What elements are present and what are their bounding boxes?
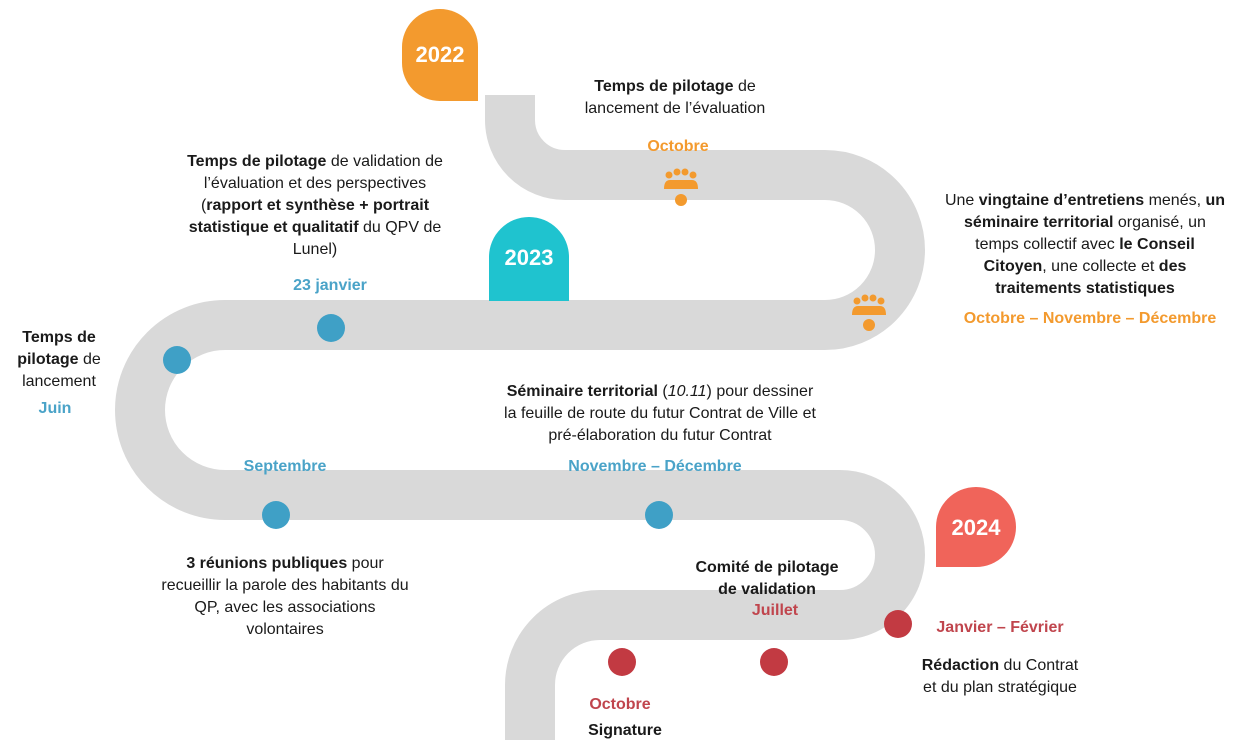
- step-entretiens: Une vingtaine d’entretiens menés, un sém…: [944, 192, 1226, 297]
- pin-2024: [936, 487, 1016, 567]
- date-janvier-fevrier: Janvier – Février: [936, 619, 1064, 636]
- date-nov-dec: Novembre – Décembre: [568, 458, 742, 475]
- milestone-dot: [317, 314, 345, 342]
- step-validation: Temps de pilotage de validation de l’éva…: [187, 153, 443, 258]
- step-lancement-evaluation: Temps de pilotage de lancement de l’éval…: [584, 78, 766, 117]
- date-octobre-2024: Octobre: [589, 696, 651, 713]
- milestone-dot: [884, 610, 912, 638]
- date-juillet: Juillet: [751, 602, 799, 619]
- step-signature: Signature: [588, 722, 662, 739]
- year-2022: 2022: [415, 42, 465, 67]
- milestone-dot: [760, 648, 788, 676]
- milestone-dot: [608, 648, 636, 676]
- pin-2022: [402, 9, 478, 101]
- step-seminaire: Séminaire territorial (10.11) pour dessi…: [504, 383, 816, 444]
- year-2024: 2024: [951, 515, 1001, 540]
- pin-2023: [489, 217, 569, 301]
- date-oct-nov-dec: Octobre – Novembre – Décembre: [963, 310, 1217, 327]
- milestone-dot: [262, 501, 290, 529]
- winding-road: [115, 95, 925, 740]
- date-septembre: Septembre: [243, 458, 327, 475]
- people-meeting-icon: [852, 294, 886, 331]
- year-2023: 2023: [504, 245, 554, 270]
- step-comite: Comité de pilotage de validation: [695, 559, 839, 598]
- step-lancement-juin: Temps de pilotage de lancement: [17, 329, 101, 390]
- step-reunions: 3 réunions publiques pour recueillir la …: [161, 555, 409, 638]
- date-juin: Juin: [38, 400, 72, 417]
- milestone-dot: [645, 501, 673, 529]
- milestone-dot: [163, 346, 191, 374]
- step-redaction: Rédaction du Contrat et du plan stratégi…: [921, 657, 1079, 696]
- people-meeting-icon: [664, 168, 698, 206]
- date-23-janvier: 23 janvier: [293, 277, 367, 294]
- date-octobre-2022: Octobre: [647, 138, 709, 155]
